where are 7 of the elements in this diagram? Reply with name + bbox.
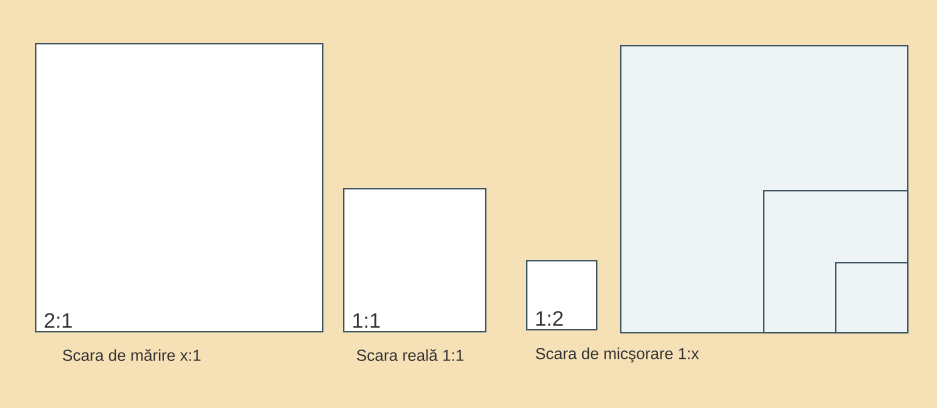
- scale-square: 1:1: [343, 188, 486, 332]
- node-label: Scara reală 1:1: [356, 349, 464, 361]
- scale-square: 1:2: [526, 260, 598, 330]
- nested-square: [835, 262, 908, 334]
- node-label: Scara de micşorare 1:x: [536, 348, 699, 362]
- node-label: Scara de mărire x:1: [62, 349, 200, 361]
- scale-square: 2:1: [35, 43, 324, 332]
